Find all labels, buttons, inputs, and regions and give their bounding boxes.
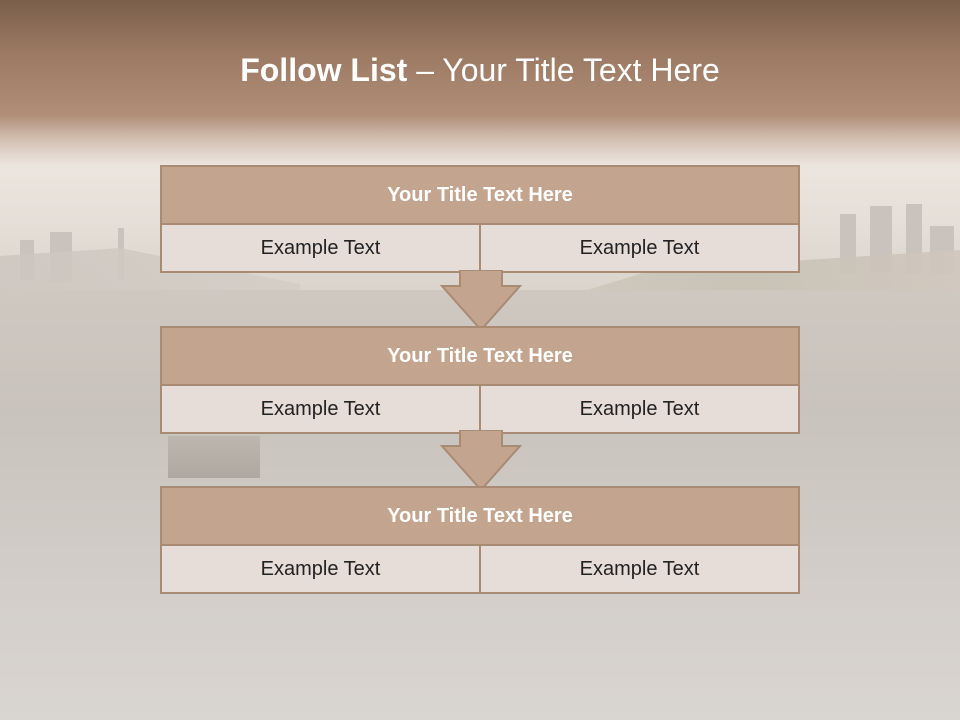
slide-title: Follow List – Your Title Text Here: [0, 52, 960, 89]
step-row: Example Text Example Text: [162, 546, 798, 592]
step-block-1: Your Title Text Here Example Text Exampl…: [160, 165, 800, 273]
step-left-text: Example Text: [162, 546, 479, 592]
header-band: [0, 0, 960, 165]
step-left-text: Example Text: [162, 225, 479, 271]
step-heading: Your Title Text Here: [162, 488, 798, 544]
slide-title-bold: Follow List: [240, 52, 408, 88]
step-right-text: Example Text: [481, 386, 798, 432]
step-row: Example Text Example Text: [162, 225, 798, 271]
slide-title-rest: – Your Title Text Here: [407, 52, 720, 88]
step-block-2: Your Title Text Here Example Text Exampl…: [160, 326, 800, 434]
step-block-3: Your Title Text Here Example Text Exampl…: [160, 486, 800, 594]
step-right-text: Example Text: [481, 225, 798, 271]
step-heading: Your Title Text Here: [162, 167, 798, 223]
barge: [168, 436, 260, 478]
step-heading: Your Title Text Here: [162, 328, 798, 384]
down-arrow-icon: [440, 430, 522, 492]
step-left-text: Example Text: [162, 386, 479, 432]
down-arrow-icon: [440, 270, 522, 332]
step-right-text: Example Text: [481, 546, 798, 592]
step-row: Example Text Example Text: [162, 386, 798, 432]
